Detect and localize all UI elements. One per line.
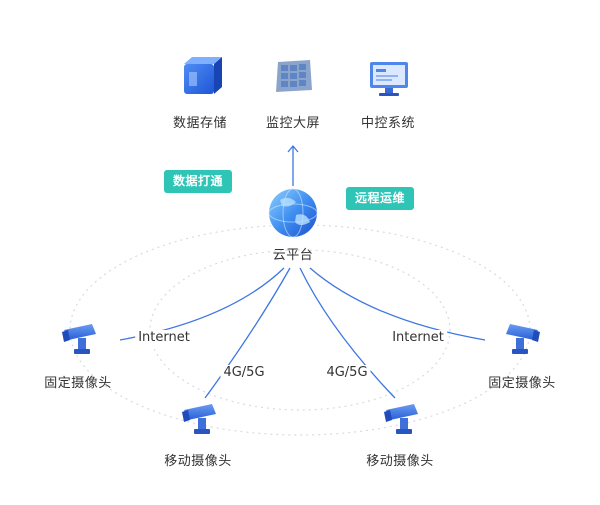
control-system-icon [370, 62, 408, 96]
cellular-left-label: 4G/5G [220, 365, 268, 380]
fixed-camera-left-icon [62, 324, 96, 354]
mobile-camera-right-label: 移动摄像头 [366, 454, 434, 469]
mobile-camera-right-icon [384, 404, 418, 434]
remote-ops-tag: 远程运维 [346, 187, 415, 210]
connection-lines [119, 145, 486, 399]
control-system-label: 中控系统 [360, 116, 416, 131]
fixed-camera-left-label: 固定摄像头 [44, 376, 112, 391]
internet-left-label: Internet [135, 330, 193, 345]
cloud-globe-icon [268, 188, 318, 238]
data-link-tag: 数据打通 [164, 170, 233, 193]
mobile-camera-left-label: 移动摄像头 [164, 454, 232, 469]
cellular-right-label: 4G/5G [323, 365, 371, 380]
line-to-mobile-right [299, 267, 396, 399]
cloud-platform-label: 云平台 [272, 248, 314, 263]
monitor-wall-icon [276, 60, 312, 92]
fixed-camera-right-label: 固定摄像头 [488, 376, 556, 391]
mobile-camera-left-icon [182, 404, 216, 434]
line-to-mobile-left [204, 267, 291, 399]
storage-label: 数据存储 [172, 116, 228, 131]
arrow-head [287, 145, 299, 153]
fixed-camera-right-icon [506, 324, 540, 354]
monitor-wall-label: 监控大屏 [265, 116, 321, 131]
internet-right-label: Internet [389, 330, 447, 345]
line-to-fixed-right [309, 267, 486, 341]
storage-server-icon [184, 57, 222, 94]
